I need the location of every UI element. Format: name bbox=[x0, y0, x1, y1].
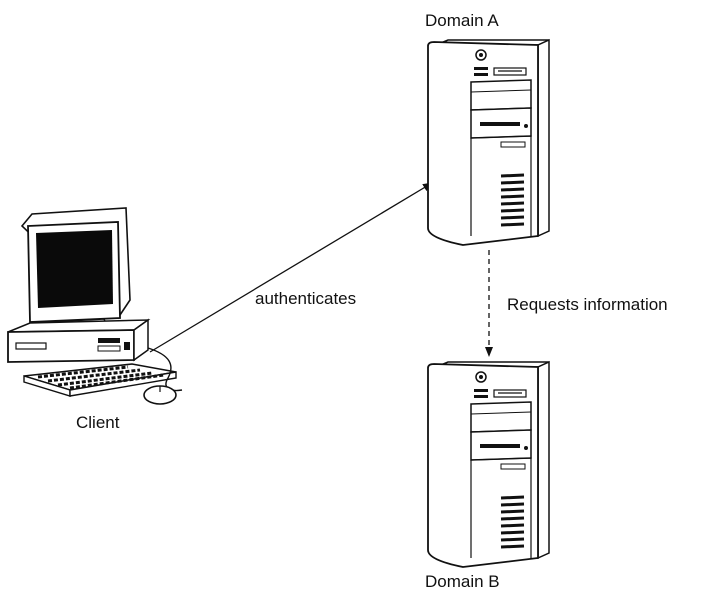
server-b-icon bbox=[427, 360, 550, 568]
authenticates-arrow bbox=[149, 182, 433, 353]
client-computer-icon bbox=[7, 207, 183, 405]
requests-information-label: Requests information bbox=[507, 295, 668, 314]
authenticates-label: authenticates bbox=[255, 289, 357, 308]
domain-a-label: Domain A bbox=[425, 11, 499, 30]
client-label: Client bbox=[76, 413, 120, 432]
domain-b-label: Domain B bbox=[425, 572, 500, 591]
server-a-icon bbox=[427, 38, 550, 246]
